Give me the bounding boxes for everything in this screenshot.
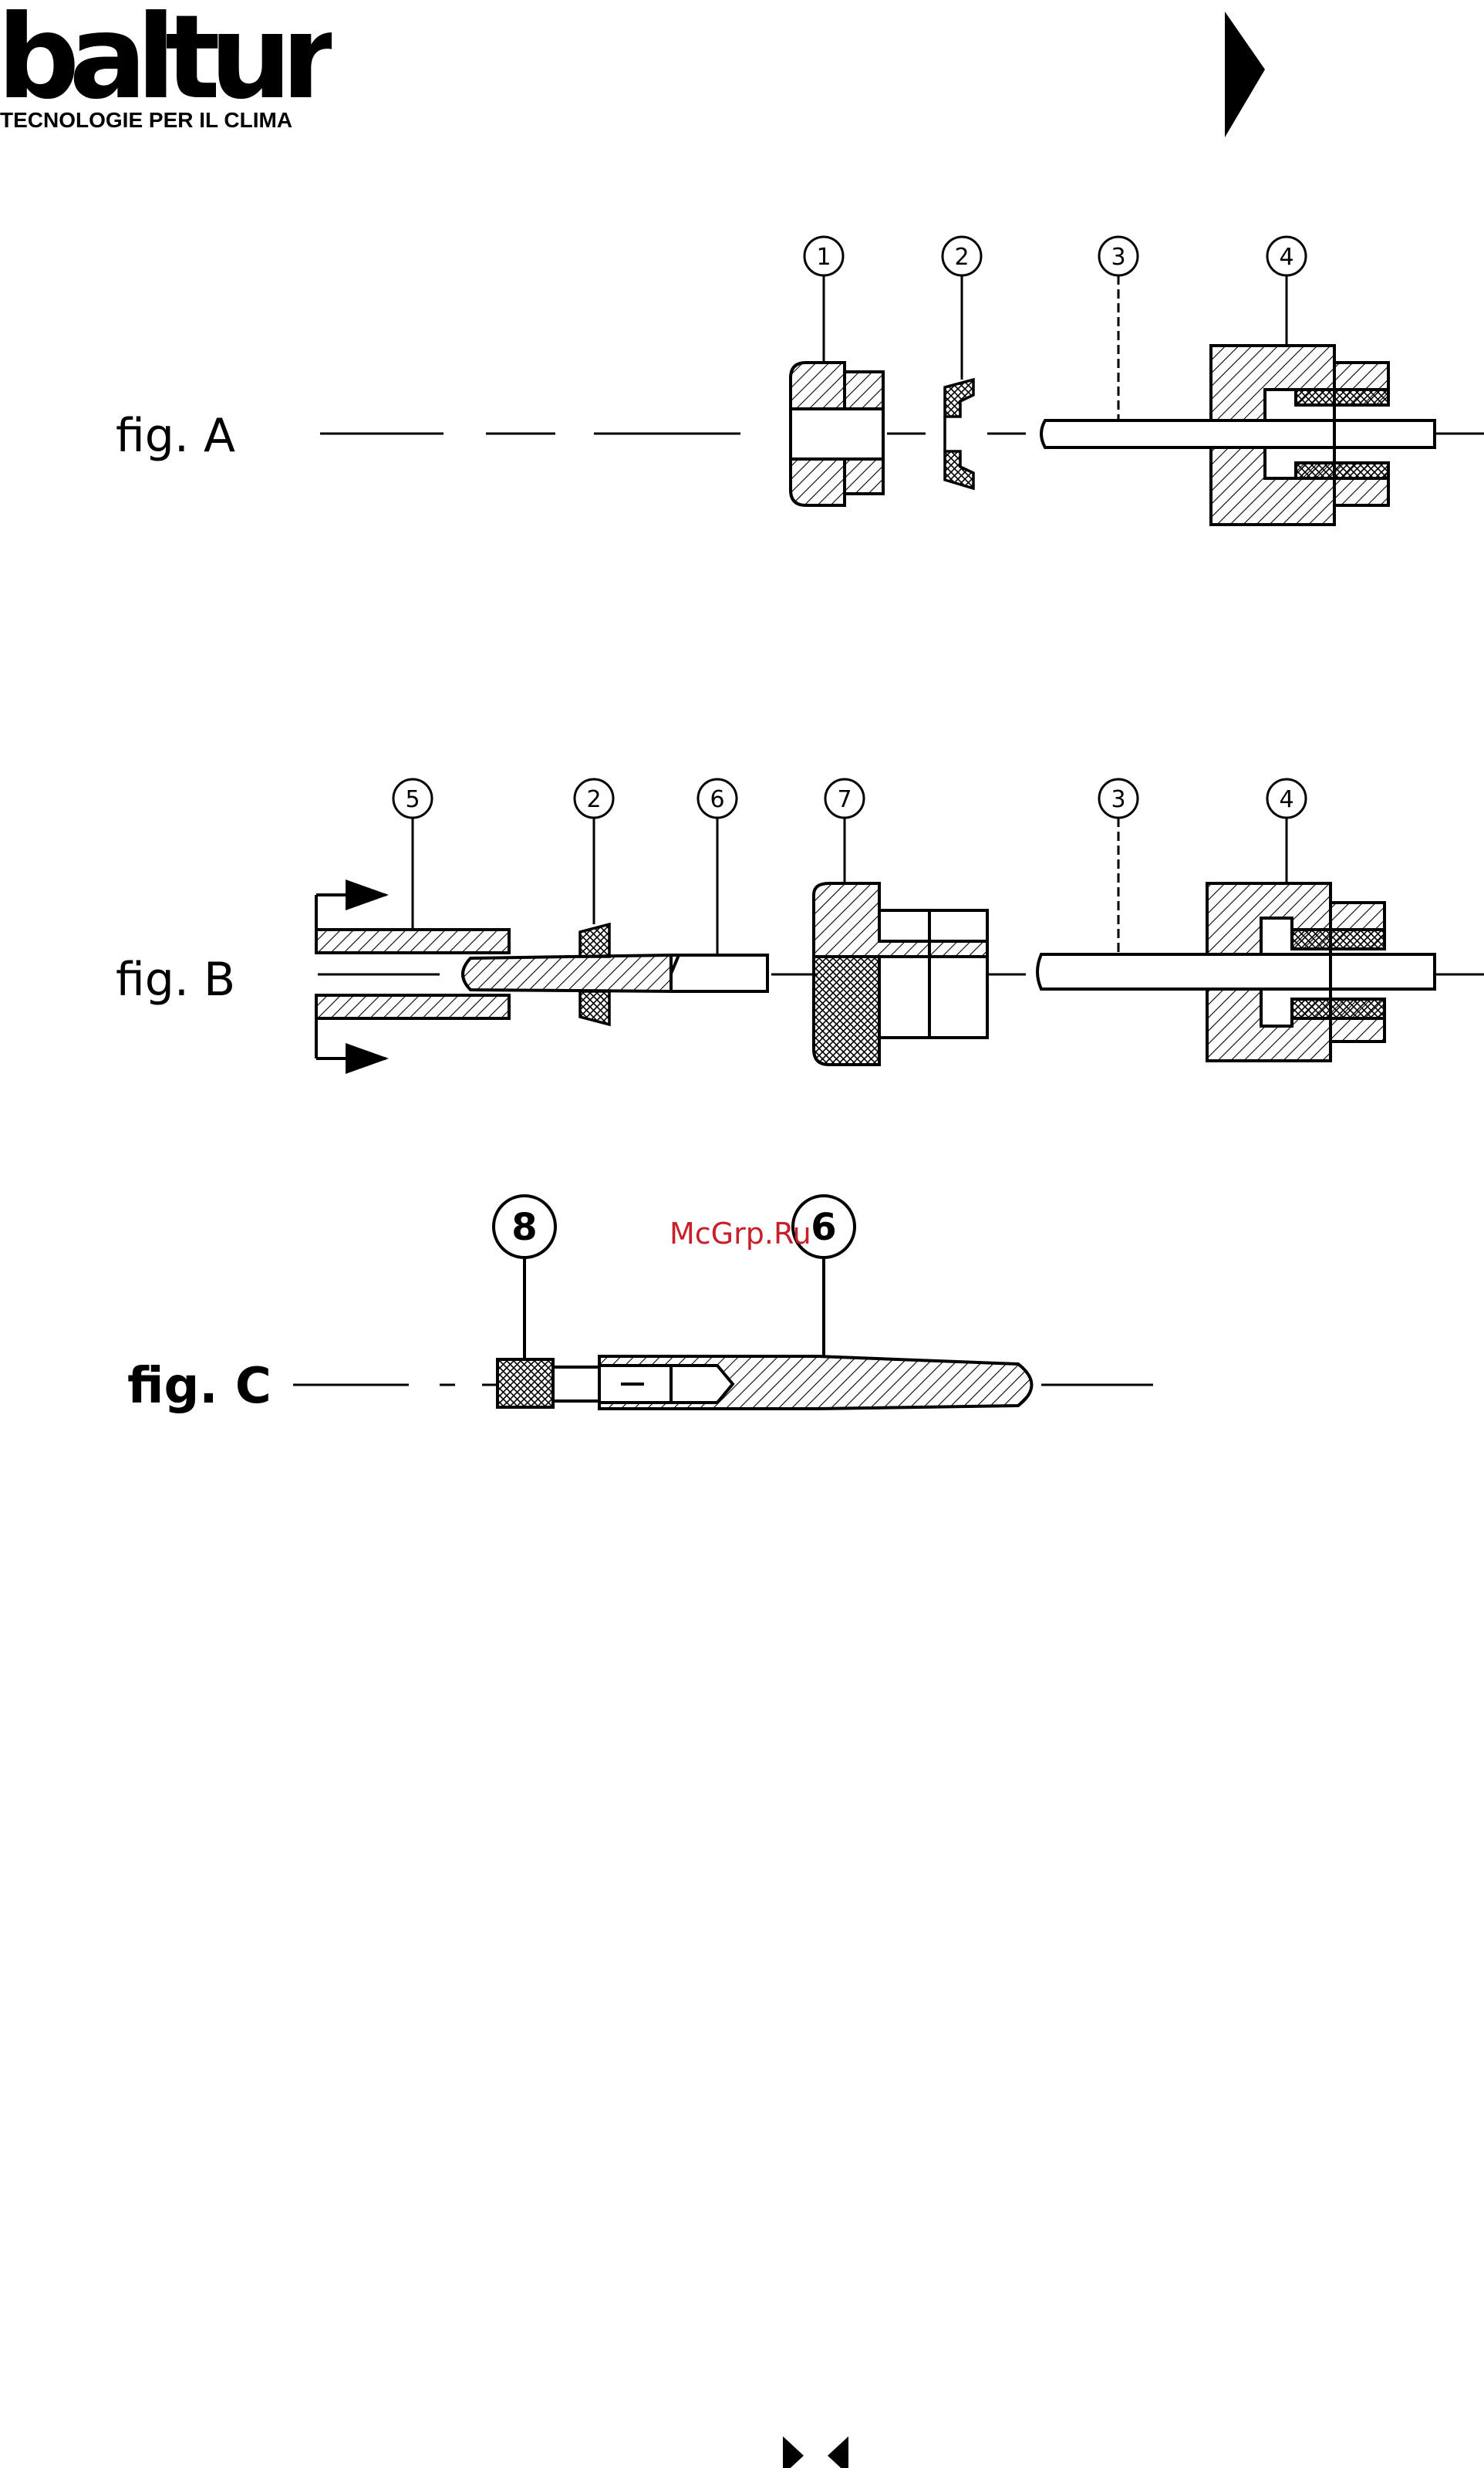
fig-a-part-2-seal: [945, 380, 973, 488]
fig-b-part-6-pin: [463, 955, 767, 991]
callout-4-b: 4: [1279, 786, 1293, 813]
fig-c-label: fig. C: [127, 1358, 272, 1415]
callout-6-c: 6: [811, 1206, 836, 1249]
callout-2: 2: [954, 244, 969, 271]
callout-8: 8: [511, 1206, 537, 1249]
callout-1: 1: [816, 244, 831, 271]
fig-c-part-6-pin: [599, 1356, 1032, 1409]
callout-5: 5: [405, 786, 420, 813]
callout-3-b: 3: [1111, 786, 1125, 813]
callout-7: 7: [837, 786, 852, 813]
fig-b-part-7-nut: [814, 883, 987, 1065]
callout-3: 3: [1111, 244, 1125, 271]
fig-b-label: fig. B: [116, 953, 235, 1007]
fig-b-callout-labels: 5 2 6 7 3 4: [405, 786, 1293, 813]
callout-6-b: 6: [710, 786, 724, 813]
fig-a-part-3-tube: [1041, 420, 1435, 447]
fig-a-part-1-cap: [791, 363, 883, 505]
callout-4: 4: [1279, 244, 1293, 271]
fig-b-part-3-tube: [1037, 954, 1435, 989]
fig-c-part-8-knurl: [497, 1359, 599, 1407]
fig-a-callout-labels: 1 2 3 4: [816, 244, 1293, 271]
footer-triangle-right-icon: [783, 2436, 804, 2468]
footer-triangle-left-icon: [828, 2436, 848, 2468]
callout-2-b: 2: [586, 786, 601, 813]
fig-a-label: fig. A: [116, 409, 235, 463]
watermark-text: McGrp.Ru: [669, 1217, 811, 1251]
triangle-right-icon: [1225, 12, 1265, 137]
